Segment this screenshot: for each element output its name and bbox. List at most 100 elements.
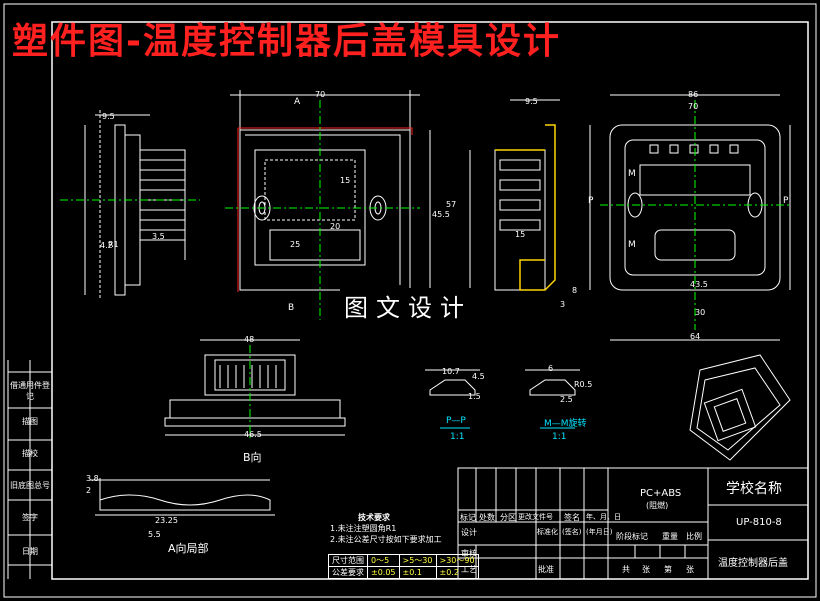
front-view — [230, 90, 431, 291]
tol-r1-c1: 尺寸范围 — [328, 554, 368, 567]
dim-10: 45.5 — [432, 210, 450, 219]
isometric-view — [689, 354, 791, 461]
side-label-4: 旧底图总号 — [10, 481, 50, 490]
inner-border — [51, 21, 809, 580]
dim-8: 20 — [330, 222, 341, 231]
notes-heading: 技术要求 — [358, 513, 390, 522]
dim-1: 9.5 — [102, 112, 115, 121]
dim-15: 3.8 — [86, 474, 99, 483]
dim-18: 5.5 — [148, 530, 161, 539]
side-label-1: 借通用件登记 — [10, 381, 50, 401]
section-pp — [425, 369, 480, 396]
dim-28: 64 — [690, 332, 701, 341]
technical-notes: 技术要求 1.未注注塑圆角R1 2.未注公差尺寸按如下要求加工 — [330, 512, 442, 545]
tb-row-4: 批准 — [538, 565, 554, 574]
side-label-5: 签字 — [22, 513, 38, 522]
tb-hdr2-2: (签名) — [562, 528, 582, 536]
side-label-6: 日期 — [22, 547, 38, 556]
b-view — [164, 339, 346, 436]
dim-14: 46.5 — [244, 430, 262, 439]
front-view-right — [589, 94, 791, 341]
tol-r2-c4: ±0.2 — [435, 566, 479, 579]
tb-hdr-3: 分区 — [500, 513, 516, 522]
watermark: 图文设计 — [340, 288, 476, 323]
tol-r2-c1: 公差要求 — [328, 566, 368, 579]
dim-20: 6 — [548, 364, 554, 373]
dim-6: 15 — [340, 176, 351, 185]
tb-stage-1: 阶段标记 — [616, 532, 648, 541]
dim-31: R1 — [108, 240, 119, 249]
a-partial-view — [90, 478, 275, 516]
dim-30: 43.5 — [690, 280, 708, 289]
dim-26: 8 — [572, 286, 578, 295]
dim-22: 4.5 — [472, 372, 485, 381]
label-arrow-b: B — [288, 303, 295, 313]
section-view — [469, 99, 560, 291]
tb-hdr-4: 更改文件号 — [518, 513, 553, 521]
dim-25: 3 — [560, 300, 566, 309]
side-label-2: 描图 — [22, 417, 38, 426]
dim-13: 48 — [244, 335, 255, 344]
label-p-right: P — [783, 196, 789, 206]
dim-16: 2 — [86, 486, 92, 495]
label-m-top: M — [628, 169, 636, 179]
tb-row-3: 工艺 — [461, 565, 477, 574]
tb-hdr-1: 标记 — [460, 513, 476, 522]
label-arrow-a: A — [294, 97, 301, 107]
dim-27: 30 — [695, 308, 706, 317]
side-column-lines — [8, 371, 52, 566]
part-name: 温度控制器后盖 — [718, 558, 788, 569]
label-scale-pp: 1:1 — [450, 432, 465, 442]
label-section-pp: P—P — [446, 416, 466, 426]
label-b-view: B向 — [243, 451, 262, 464]
tb-hdr-2: 处数 — [479, 513, 495, 522]
label-p-left: P — [588, 196, 594, 206]
side-label-3: 描校 — [22, 449, 38, 458]
dim-21: R0.5 — [574, 380, 593, 389]
dim-12: 3.5 — [152, 232, 165, 241]
tb-hdr2-1: 标准化 — [537, 528, 558, 536]
dim-9: 15 — [515, 230, 526, 239]
tolerance-table: 尺寸范围 0～5 >5～30 >30～90 公差要求 ±0.05 ±0.1 ±0… — [328, 554, 479, 579]
school-name: 学校名称 — [726, 481, 782, 497]
tb-row-2: 审核 — [461, 549, 477, 558]
tol-r2-c3: ±0.1 — [398, 566, 437, 579]
dim-29: 57 — [446, 200, 457, 209]
section-mm — [525, 369, 580, 396]
tb-hdr-6: 年、月、日 — [586, 513, 621, 521]
tb-stage-3: 比例 — [686, 532, 702, 541]
drawing-number: UP-810-8 — [736, 517, 782, 528]
side-view-left — [84, 110, 186, 300]
tb-sheet-2: 张 — [642, 565, 650, 574]
dim-19: 10.7 — [442, 367, 460, 376]
tb-row-1: 设计 — [461, 528, 477, 537]
dim-7: 25 — [290, 240, 301, 249]
dim-5: 70 — [688, 102, 699, 111]
tol-r1-c2: 0～5 — [367, 554, 400, 567]
label-section-mm: M—M旋转 — [544, 419, 587, 429]
dim-2: 70 — [315, 90, 326, 99]
dim-3: 9.5 — [525, 97, 538, 106]
tb-sheet-4: 张 — [686, 565, 694, 574]
tolerance-row-1: 尺寸范围 0～5 >5～30 >30～90 — [328, 554, 479, 567]
dim-4: 86 — [688, 90, 699, 99]
dim-24: 2.5 — [560, 395, 573, 404]
dim-23: 1.5 — [468, 392, 481, 401]
material-line-1: PC+ABS — [640, 488, 682, 499]
label-a-partial: A向局部 — [168, 542, 209, 555]
page-title: 塑件图-温度控制器后盖模具设计 — [12, 21, 561, 62]
tol-r1-c3: >5～30 — [398, 554, 437, 567]
tb-hdr2-3: (年月日) — [586, 528, 613, 536]
material-line-2: (阻燃) — [646, 501, 669, 510]
tb-sheet-1: 共 — [622, 565, 630, 574]
tol-r2-c2: ±0.05 — [367, 566, 400, 579]
tolerance-row-2: 公差要求 ±0.05 ±0.1 ±0.2 — [328, 566, 479, 579]
tb-hdr-5: 签名 — [564, 513, 580, 522]
label-m-bottom: M — [628, 240, 636, 250]
note-1: 1.未注注塑圆角R1 — [330, 524, 397, 533]
note-2: 2.未注公差尺寸按如下要求加工 — [330, 535, 442, 544]
tb-sheet-3: 第 — [664, 565, 672, 574]
label-scale-mm: 1:1 — [552, 432, 567, 442]
outer-border — [3, 3, 817, 598]
